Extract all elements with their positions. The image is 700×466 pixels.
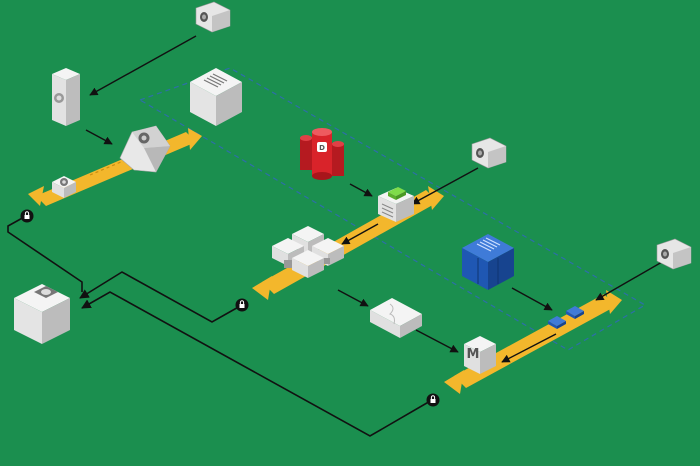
connector-lines bbox=[7, 215, 433, 437]
node-icon[interactable] bbox=[52, 176, 76, 198]
lock-icon[interactable] bbox=[426, 393, 440, 407]
tower-icon[interactable] bbox=[462, 234, 514, 290]
cloud-node-icon[interactable] bbox=[370, 298, 422, 338]
lock-icon[interactable] bbox=[20, 209, 34, 223]
camera-icon[interactable] bbox=[656, 238, 692, 270]
mail-icon[interactable]: M bbox=[464, 336, 496, 374]
building-icon[interactable] bbox=[190, 68, 242, 126]
database-icon[interactable]: D bbox=[300, 128, 344, 180]
server-icon[interactable] bbox=[378, 187, 414, 222]
lock-icon[interactable] bbox=[235, 298, 249, 312]
camera-icon[interactable] bbox=[195, 1, 231, 33]
router-icon[interactable] bbox=[119, 125, 171, 173]
database-icon[interactable] bbox=[14, 284, 70, 344]
flow-arrows bbox=[85, 35, 663, 363]
server-icon[interactable] bbox=[52, 68, 80, 126]
chip-icon bbox=[388, 187, 406, 196]
mail-glyph: M bbox=[467, 347, 480, 362]
camera-icon[interactable] bbox=[471, 137, 507, 169]
database-glyph: D bbox=[319, 144, 325, 152]
grid-icon[interactable] bbox=[272, 226, 344, 278]
chip-icon[interactable] bbox=[548, 306, 584, 329]
rail-top-left bbox=[28, 128, 202, 206]
